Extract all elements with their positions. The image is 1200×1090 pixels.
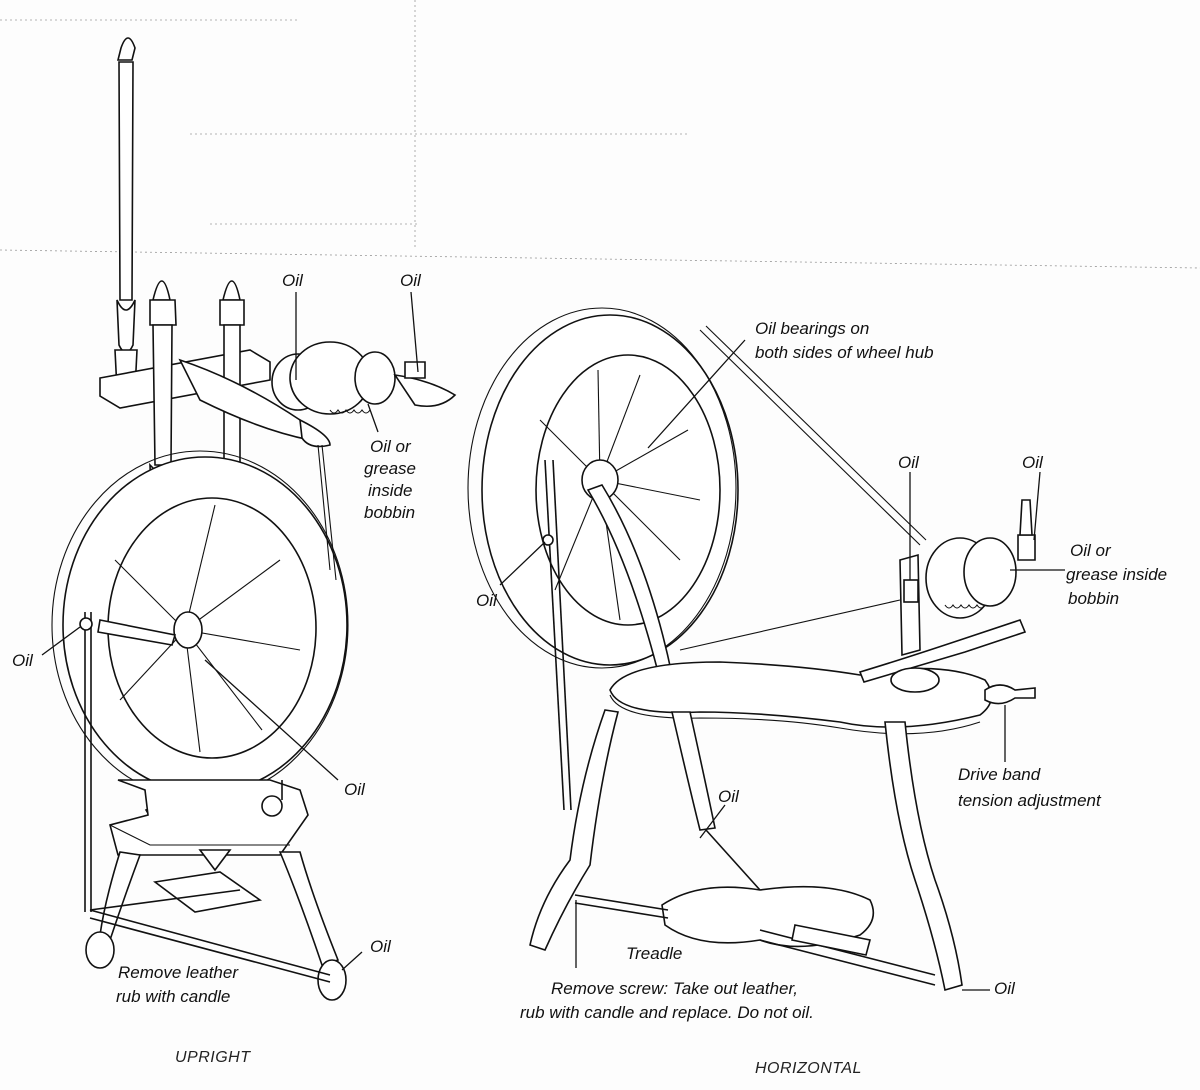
horizontal-grease-label-1: Oil or	[1070, 541, 1112, 560]
upright-oil-flyer-label: Oil	[282, 271, 304, 290]
horizontal-caption: HORIZONTAL	[755, 1060, 862, 1077]
upright-grease-label-3: inside	[368, 481, 412, 500]
horizontal-tension-label-1: Drive band	[958, 765, 1041, 784]
horizontal-oil-foot-label: Oil	[994, 979, 1016, 998]
upright-oil-hub-label: Oil	[344, 780, 366, 799]
horizontal-tension-label-2: tension adjustment	[958, 791, 1102, 810]
horizontal-grease-label-2: grease inside	[1066, 565, 1167, 584]
horizontal-bearings-label-1: Oil bearings on	[755, 319, 869, 338]
upright-oil-left-label: Oil	[12, 651, 34, 670]
horizontal-oil-flyer-label: Oil	[898, 453, 920, 472]
upright-grease-label-2: grease	[364, 459, 416, 478]
upright-oil-foot-label: Oil	[370, 937, 392, 956]
horizontal-oil-treadle-joint-label: Oil	[718, 787, 740, 806]
horizontal-wheel-illustration	[467, 307, 1036, 992]
horizontal-bearings-label-2: both sides of wheel hub	[755, 343, 934, 362]
scan-artifact-lines	[0, 0, 1200, 269]
horizontal-oil-bobbin-end-label: Oil	[1022, 453, 1044, 472]
treadle-label: Treadle	[626, 944, 682, 963]
horizontal-screw-label-1: Remove screw: Take out leather,	[551, 979, 798, 998]
horizontal-pointer-lines	[499, 339, 1065, 991]
upright-leather-label-2: rub with candle	[116, 987, 230, 1006]
upright-oil-bobbin-end-label: Oil	[400, 271, 422, 290]
horizontal-oil-left-label: Oil	[476, 591, 498, 610]
upright-leather-label-1: Remove leather	[118, 963, 239, 982]
upright-grease-label-1: Oil or	[370, 437, 412, 456]
upright-grease-label-4: bobbin	[364, 503, 415, 522]
upright-pointer-lines	[41, 291, 419, 971]
horizontal-screw-label-2: rub with candle and replace. Do not oil.	[520, 1003, 814, 1022]
horizontal-grease-label-3: bobbin	[1068, 589, 1119, 608]
upright-caption: UPRIGHT	[175, 1049, 251, 1066]
upright-wheel-illustration	[51, 37, 457, 1001]
